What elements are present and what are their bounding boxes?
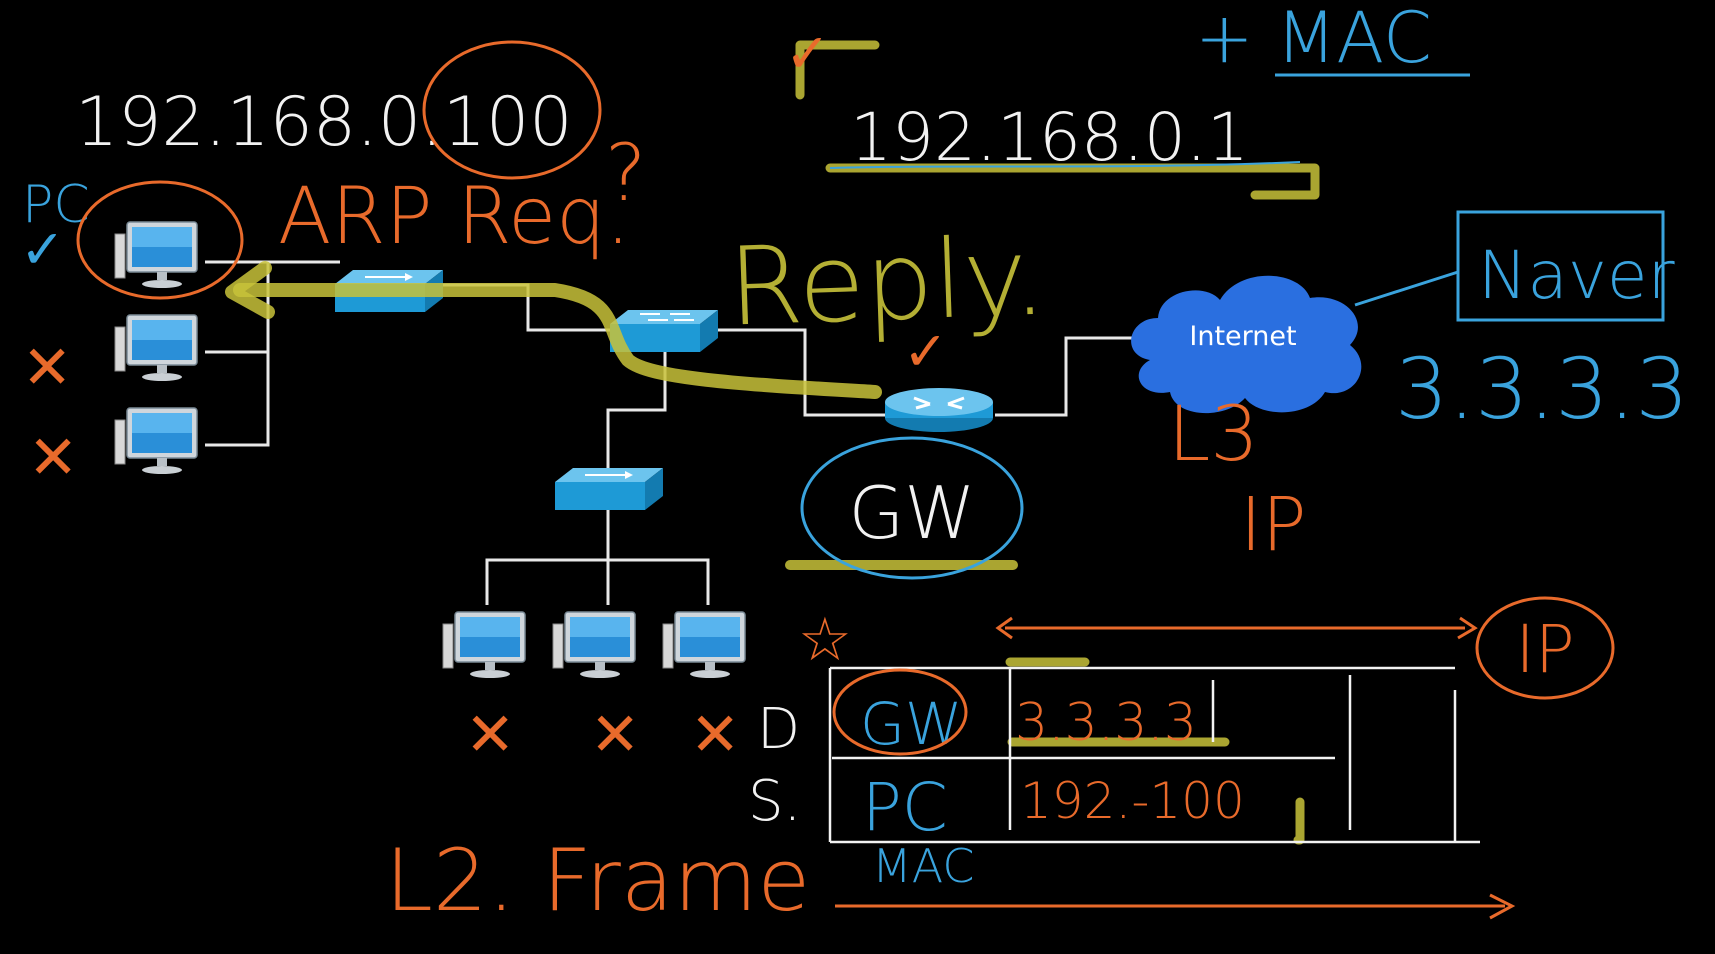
pc-icon xyxy=(442,611,526,679)
ip-circle xyxy=(1475,596,1615,700)
question-mark: ? xyxy=(605,129,646,219)
frame-arrow xyxy=(835,893,1516,920)
naver-ip-label: 3.3.3.3 xyxy=(1395,340,1689,438)
gw-mac-circle xyxy=(832,668,968,756)
ip-circled-label: IP xyxy=(1515,611,1574,688)
cross-mark: ✕ xyxy=(22,333,72,403)
ip-header-arrow xyxy=(995,616,1478,640)
gw-ip-underline xyxy=(829,161,1301,169)
pc-label: PC xyxy=(22,175,90,235)
gw-label: GW xyxy=(849,471,976,555)
mac-label: MAC xyxy=(872,839,974,893)
cross-mark: ✕ xyxy=(690,700,740,770)
pc-icon xyxy=(114,407,198,475)
naver-link xyxy=(1354,270,1459,307)
pc-icon xyxy=(114,221,198,289)
plus-mac-label: + MAC xyxy=(1195,0,1432,79)
host-part-circle xyxy=(422,40,602,180)
gw-circle xyxy=(800,436,1024,580)
pc-icon xyxy=(552,611,636,679)
check-mark: ✓ xyxy=(20,218,65,281)
cross-mark: ✕ xyxy=(28,423,78,493)
naver-box xyxy=(1456,210,1665,322)
frame-row-mac: PC xyxy=(862,769,948,846)
reply-highlight xyxy=(225,40,1320,845)
frame-row-label: S. xyxy=(748,769,801,834)
router-icon xyxy=(883,386,995,434)
pc-icon xyxy=(662,611,746,679)
frame-row-ip: 3.3.3.3 xyxy=(1015,693,1197,753)
pc-circle xyxy=(76,180,244,300)
arp-req-label: ARP Req. xyxy=(278,172,630,262)
cross-marks: ✕ ✕ ✕ ✕ ✕ xyxy=(22,333,740,770)
naver-label: Naver xyxy=(1478,237,1675,314)
pc-ip-label: 192.168.0.100 xyxy=(75,83,572,162)
cloud-icon: Internet xyxy=(1131,275,1362,414)
star-mark: ☆ xyxy=(798,605,852,675)
check-mark: ✓ xyxy=(903,320,948,383)
check-mark: ✓ xyxy=(785,22,830,85)
l3-label: L3 xyxy=(1168,389,1259,478)
ip-vertical-label: IP xyxy=(1240,482,1306,568)
cross-mark: ✕ xyxy=(465,700,515,770)
l2-frame-label: L2. Frame xyxy=(385,831,810,931)
frame-row-ip: 192.-100 xyxy=(1020,772,1245,830)
reply-label: Reply. xyxy=(726,215,1048,351)
switch-icon xyxy=(554,467,664,511)
cross-mark: ✕ xyxy=(590,700,640,770)
gw-ip-label: 192.168.0.1 xyxy=(850,99,1249,176)
frame-row-label: D xyxy=(757,697,800,762)
frame-row-mac: GW xyxy=(860,690,962,758)
pc-icon xyxy=(114,314,198,382)
check-marks: ✓ ✓ ✓ xyxy=(20,22,948,383)
internet-label: Internet xyxy=(1189,321,1296,352)
frame-table xyxy=(828,666,1480,844)
